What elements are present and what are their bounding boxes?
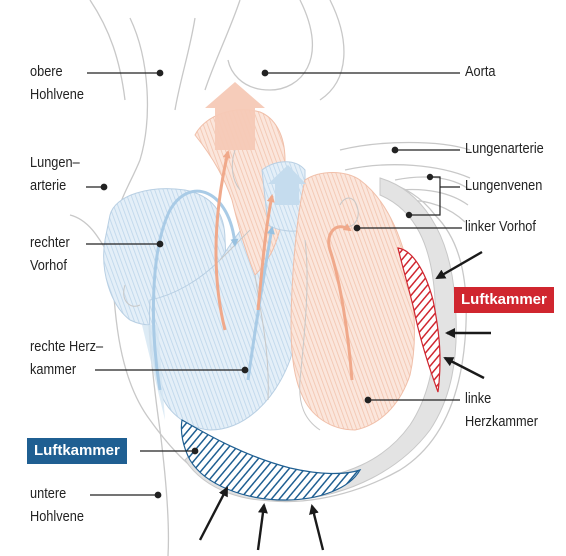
luftkammer-right-tag: Luftkammer	[454, 287, 554, 313]
label-lungenarterie-right: Lungenarterie	[465, 138, 544, 161]
label-lungenarterie-left: Lungen–arterie	[30, 152, 80, 198]
label-linker-vorhof: linker Vorhof	[465, 216, 536, 239]
arrow-bottom-2	[258, 505, 264, 550]
arrow-bottom-3	[312, 506, 323, 550]
linke-herzkammer-chamber	[291, 173, 415, 431]
label-lungenvenen: Lungenvenen	[465, 175, 542, 198]
label-aorta: Aorta	[465, 61, 496, 84]
luftkammer-bottom-tag: Luftkammer	[27, 438, 127, 464]
luftkammer-bottom-region	[181, 420, 360, 500]
label-rechte-herzkammer: rechte Herz–kammer	[30, 336, 103, 382]
arrow-bottom-1	[200, 488, 227, 540]
